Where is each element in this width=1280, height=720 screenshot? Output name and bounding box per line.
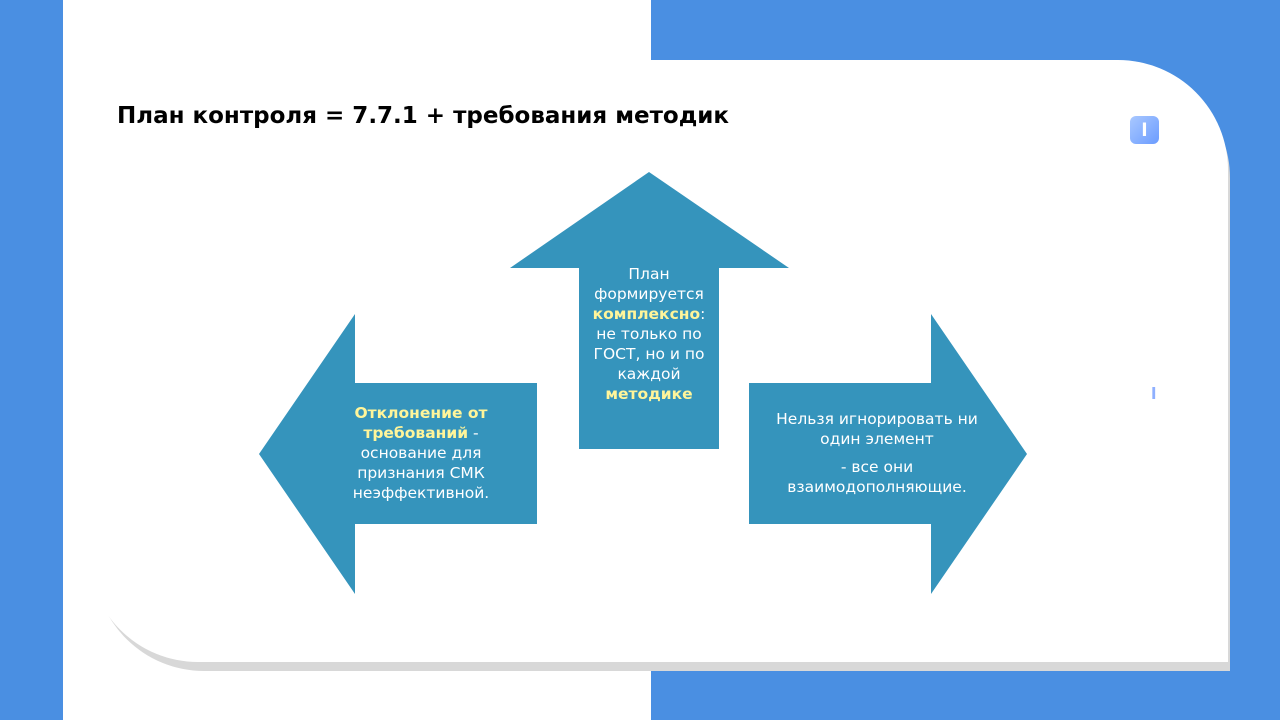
arrow-up-text-part1: План формируется [594, 265, 704, 303]
arrow-up-highlight1: комплексно [592, 305, 701, 323]
arrow-up [510, 172, 789, 449]
arrow-up-text: План формируется комплексно: не только п… [582, 264, 716, 404]
arrow-up-text-part2: : не только по ГОСТ, но и по каждой [593, 305, 706, 383]
arrow-right-line1: Нельзя игнорировать ни один элемент [776, 410, 978, 448]
slide-title: План контроля = 7.7.1 + требования метод… [117, 103, 730, 129]
arrow-right-text: Нельзя игнорировать ни один элемент - вс… [757, 409, 997, 497]
arrow-right [749, 314, 1027, 594]
logo-icon: l [1130, 116, 1159, 144]
background-left-stripe [0, 0, 63, 720]
arrow-left-text: Отклонение от требований - основание для… [346, 403, 496, 503]
logo-glyph: l [1141, 119, 1148, 141]
card-top-area [63, 0, 651, 160]
arrow-right-line2: - все они взаимодополняющие. [787, 458, 967, 496]
arrow-left-body: - основание для признания СМК неэффектив… [352, 424, 490, 502]
small-logo-icon: l [1151, 384, 1156, 403]
arrow-left [259, 314, 537, 594]
arrow-up-highlight2: методике [605, 385, 693, 403]
arrow-left-highlight: Отклонение от требований [354, 404, 488, 442]
small-logo-glyph: l [1151, 384, 1157, 403]
